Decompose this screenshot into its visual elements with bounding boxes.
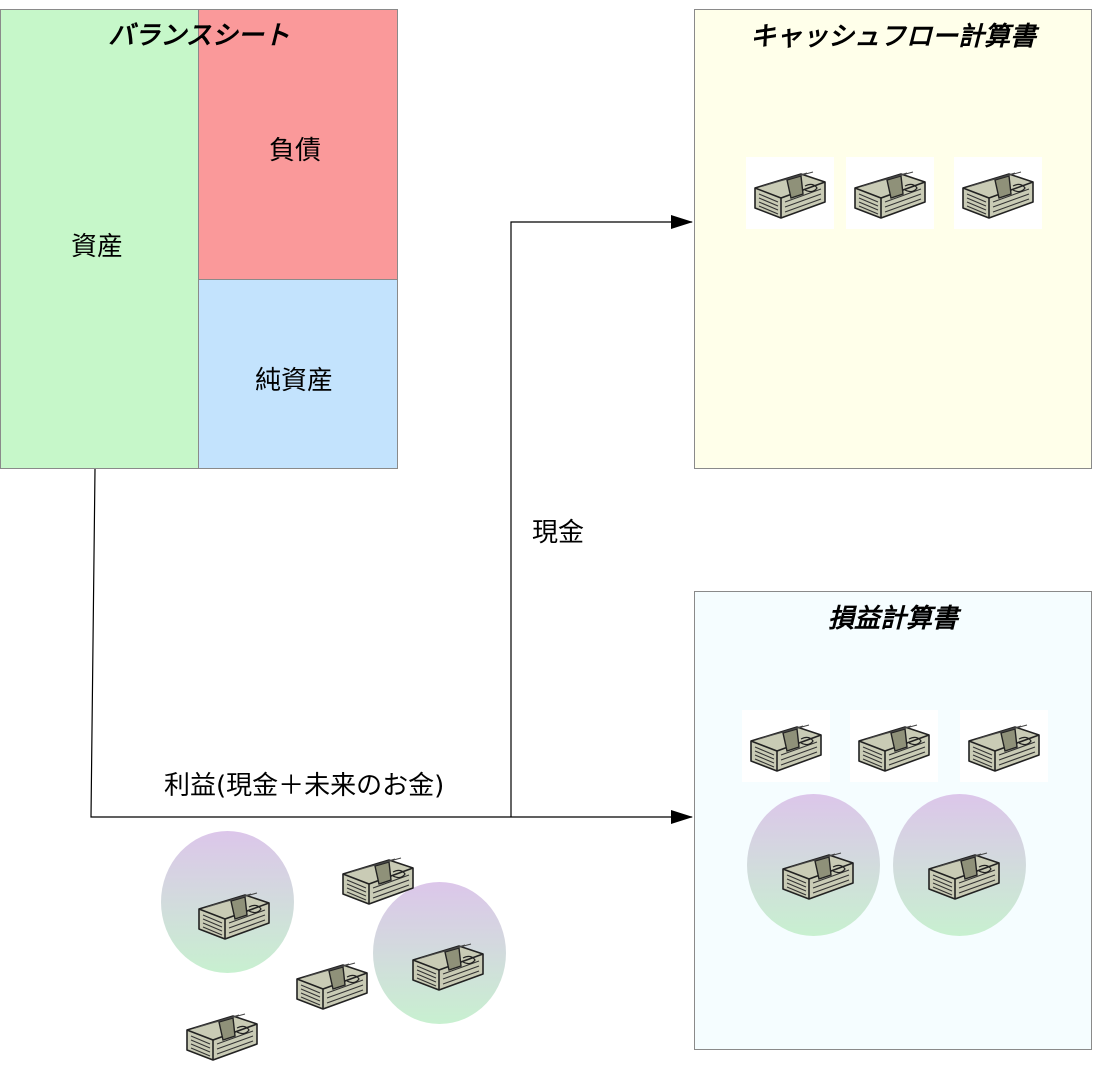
- cash-arrow: [510, 215, 693, 817]
- money-bundle-icon: [746, 157, 834, 229]
- profit-arrow: [90, 468, 693, 824]
- money-bundle-icon: [920, 838, 1008, 910]
- money-bundle-icon: [960, 710, 1048, 782]
- money-bundle-icon: [846, 157, 934, 229]
- assets-block: 資産: [0, 9, 199, 469]
- assets-label: 資産: [71, 232, 124, 262]
- net-assets-label: 純資産: [255, 366, 334, 396]
- cash-label: 現金: [532, 518, 585, 548]
- liabilities-label: 負債: [269, 136, 322, 166]
- cash-flow-statement: キャッシュフロー計算書: [694, 9, 1092, 469]
- cash-flow-title: キャッシュフロー計算書: [749, 22, 1036, 52]
- balance-sheet-title: バランスシート: [108, 21, 290, 51]
- money-bundle-icon: [774, 838, 862, 910]
- money-bundle-icon: [288, 948, 376, 1020]
- profit-label: 利益(現金＋未来のお金): [164, 771, 445, 801]
- balance-sheet: 資産 負債 純資産 バランスシート: [0, 9, 398, 469]
- net-assets-block: 純資産: [198, 279, 398, 469]
- money-bundle-icon: [954, 157, 1042, 229]
- money-bundle-icon: [404, 929, 492, 1001]
- money-bundle-icon: [850, 710, 938, 782]
- money-bundle-icon: [742, 710, 830, 782]
- money-bundle-icon: [178, 999, 266, 1070]
- money-bundle-icon: [334, 843, 422, 915]
- income-statement-title: 損益計算書: [827, 604, 958, 634]
- money-bundle-icon: [190, 878, 278, 950]
